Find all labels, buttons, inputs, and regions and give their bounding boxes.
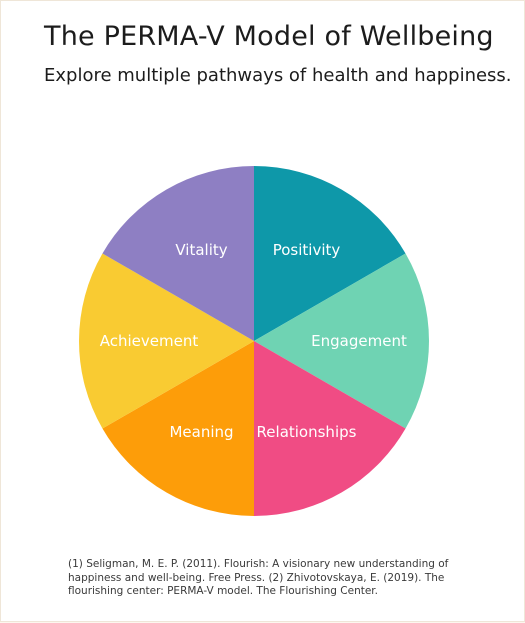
segment-achievement <box>79 253 254 429</box>
segment-label-relationships: Relationships <box>257 423 357 441</box>
segment-label-engagement: Engagement <box>311 332 407 350</box>
segment-label-achievement: Achievement <box>100 332 199 350</box>
segment-label-positivity: Positivity <box>273 241 341 259</box>
segment-engagement <box>254 253 429 429</box>
page-subtitle: Explore multiple pathways of health and … <box>44 65 512 86</box>
segment-meaning <box>102 341 254 516</box>
segment-label-vitality: Vitality <box>175 241 227 259</box>
segment-positivity <box>254 166 406 341</box>
segment-vitality <box>102 166 254 341</box>
citation-footnote: (1) Seligman, M. E. P. (2011). Flourish:… <box>68 558 449 597</box>
segment-relationships <box>254 341 406 516</box>
page-title: The PERMA-V Model of Wellbeing <box>44 21 494 52</box>
segment-label-meaning: Meaning <box>169 423 233 441</box>
